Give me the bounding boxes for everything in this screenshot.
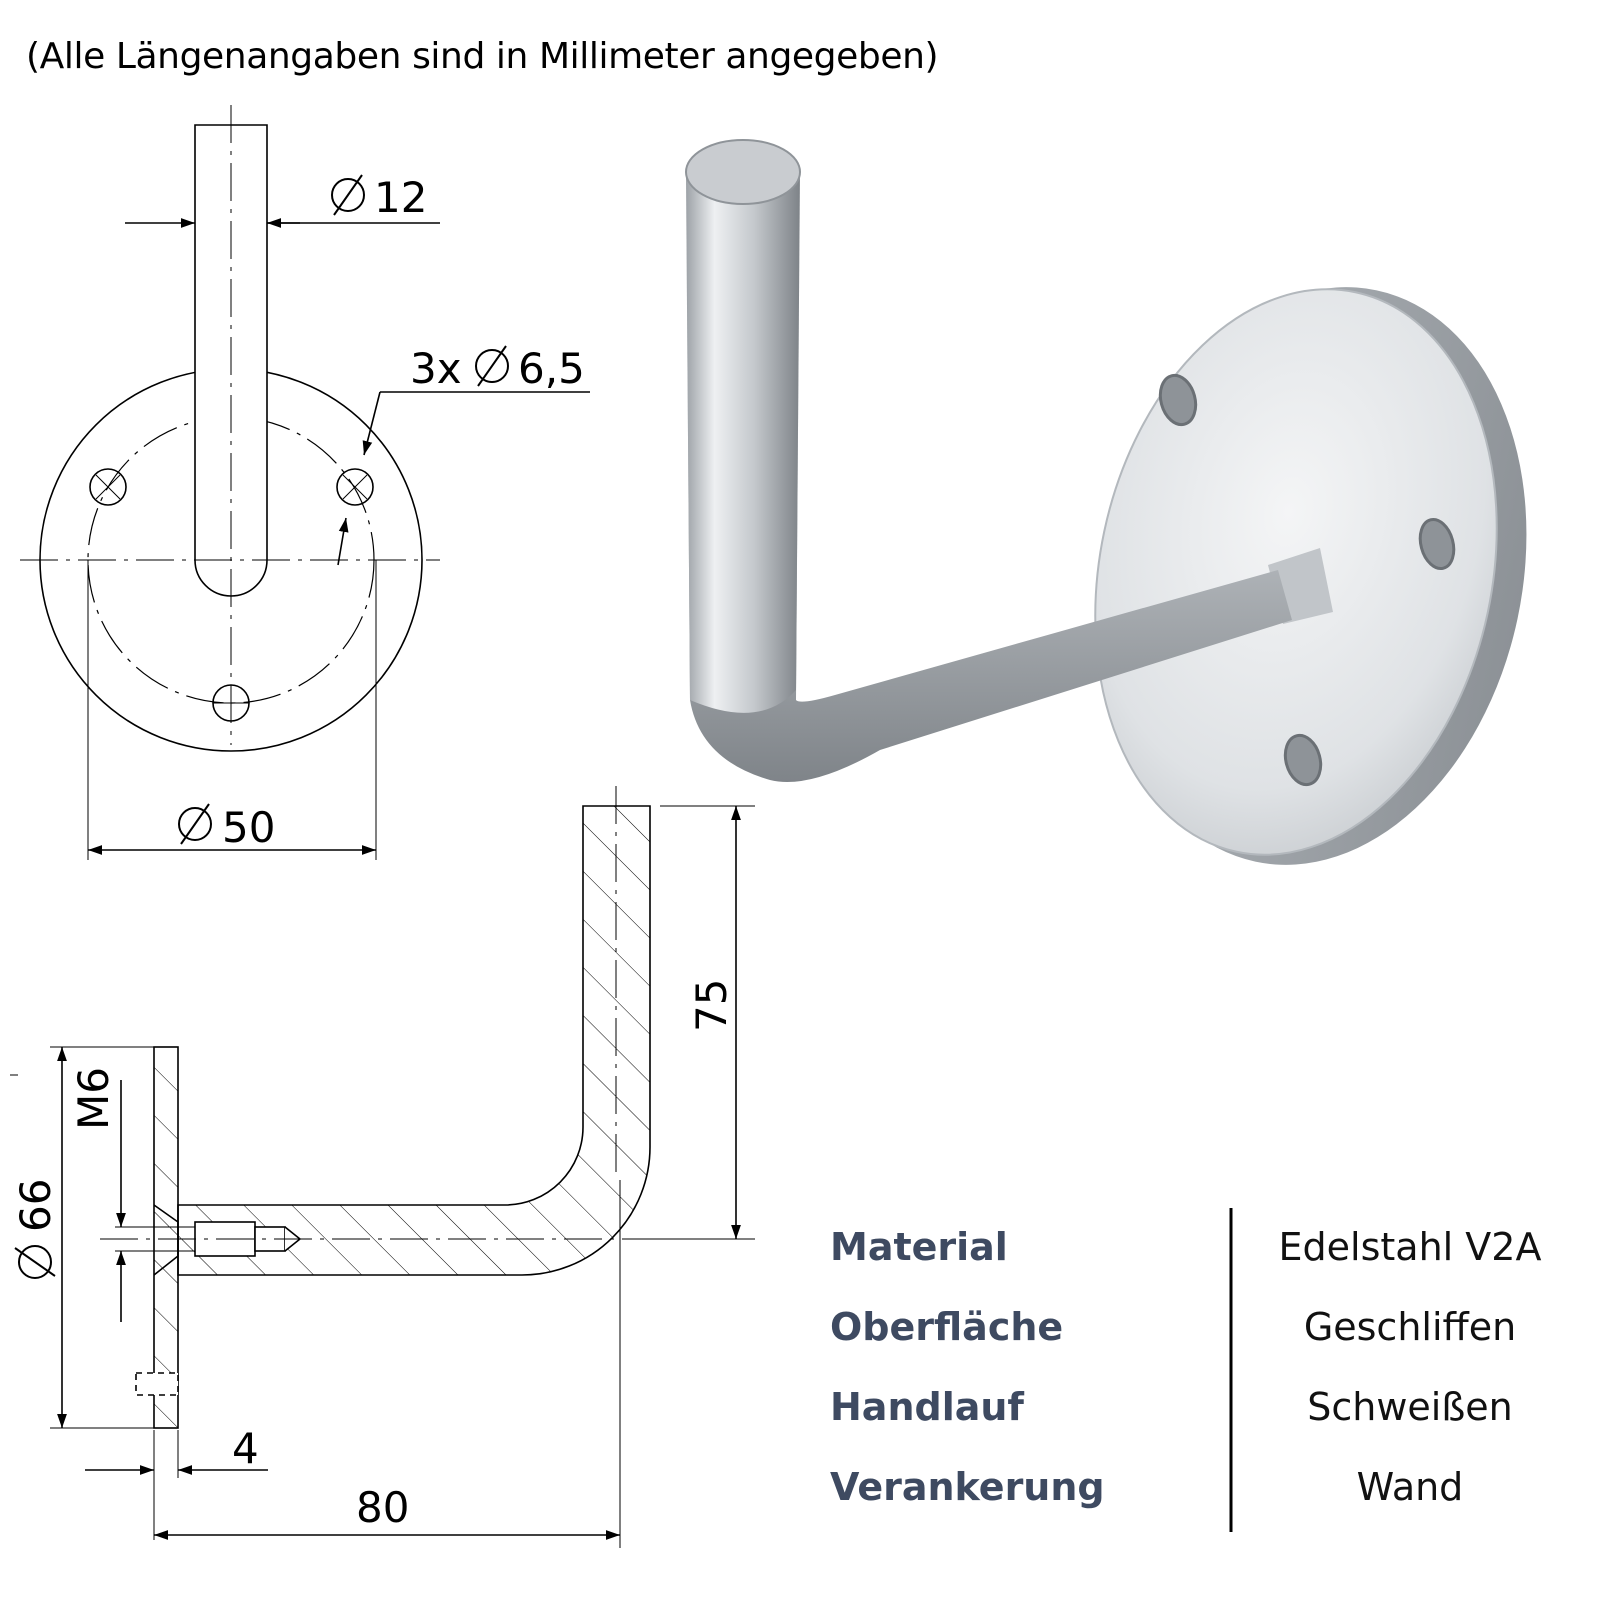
spec-label: Handlauf: [830, 1385, 1024, 1429]
mounting-hole: [212, 684, 250, 722]
dim-thread: M6: [69, 1067, 118, 1130]
spec-value: Schweißen: [1307, 1385, 1513, 1429]
mounting-hole: [89, 468, 127, 506]
plate-hole: [1283, 733, 1323, 787]
plate-section: [153, 1046, 179, 1429]
mounting-hole: [336, 468, 374, 506]
diameter-symbol: [178, 174, 509, 845]
dim-hole-diameter: 6,5: [518, 344, 585, 393]
spec-label: Verankerung: [830, 1465, 1105, 1509]
plate-hole: [1158, 373, 1198, 427]
spec-row: Oberfläche Geschliffen: [830, 1305, 1590, 1365]
bracket-rod: [686, 168, 800, 713]
side-view: [10, 786, 755, 1548]
spec-value: Wand: [1356, 1465, 1464, 1509]
bar-section: [177, 805, 651, 1276]
spec-label: Oberfläche: [830, 1305, 1064, 1349]
bracket-arm: [686, 168, 1292, 782]
spec-row: Material Edelstahl V2A: [830, 1225, 1590, 1285]
spec-value: Edelstahl V2A: [1278, 1225, 1542, 1269]
rod-top: [685, 139, 801, 205]
dim-length: 80: [356, 1483, 409, 1532]
dim-plate-thickness: 4: [232, 1424, 259, 1473]
dim-hole-count: 3x: [410, 344, 462, 393]
diameter-symbol: [14, 1245, 56, 1279]
handrail-bracket-photo: [685, 139, 1527, 865]
spec-table: Material Edelstahl V2A Oberfläche Geschl…: [830, 1225, 1590, 1525]
dim-height: 75: [687, 979, 736, 1032]
spec-row: Handlauf Schweißen: [830, 1385, 1590, 1445]
dim-rod-diameter: 12: [374, 173, 427, 222]
dim-plate-diameter: 66: [11, 1179, 60, 1232]
plate-hole: [1418, 517, 1456, 571]
spec-row: Verankerung Wand: [830, 1465, 1590, 1525]
spec-value: Geschliffen: [1303, 1305, 1517, 1349]
dim-bolt-circle: 50: [222, 803, 275, 852]
front-view: [20, 105, 590, 860]
measurement-note: (Alle Längenangaben sind in Millimeter a…: [26, 36, 939, 77]
spec-label: Material: [830, 1225, 1008, 1269]
